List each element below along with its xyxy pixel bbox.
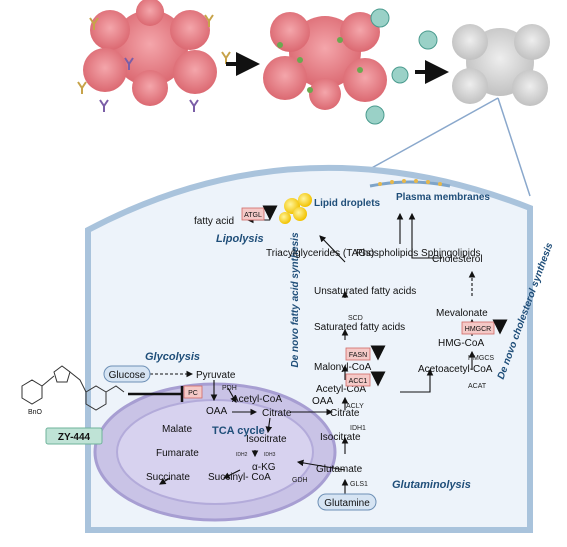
gls1-label: GLS1 xyxy=(350,481,368,488)
tca-label: TCA cycle xyxy=(212,425,265,437)
lipolysis-label: Lipolysis xyxy=(216,233,264,245)
pyruvate-label: Pyruvate xyxy=(196,370,236,381)
tumor-cluster-1 xyxy=(77,0,231,112)
akg-mito-label: α-KG xyxy=(252,462,276,473)
citrate-mito-label: Citrate xyxy=(262,408,292,419)
zoom-lines xyxy=(367,97,531,197)
zy444-structure xyxy=(21,365,125,411)
atgl-label: ATGL xyxy=(244,212,262,219)
citrate-cyto-label: Citrate xyxy=(330,408,360,419)
fatty-acid-label: fatty acid xyxy=(194,216,234,227)
idh2-label: IDH2 xyxy=(236,452,248,458)
pc-label: PC xyxy=(188,390,198,397)
glucose-label: Glucose xyxy=(109,370,146,381)
acetylcoa-cyto-label: Acetyl-CoA xyxy=(316,384,366,395)
phospholipids-label: Phospholipids Sphingolipids xyxy=(356,248,481,259)
lipid-droplets-icon xyxy=(279,193,312,224)
membrane-patch xyxy=(369,180,451,188)
bno-label: BnO xyxy=(28,409,43,416)
inhibition-line xyxy=(128,386,184,402)
de-novo-fa-label: De novo fatty acid synthesis xyxy=(290,232,301,367)
scd-label: SCD xyxy=(348,315,363,322)
isocitrate-mito-label: Isocitrate xyxy=(246,434,287,445)
gdh-label: GDH xyxy=(292,477,308,484)
hmgcs-label: HMGCS xyxy=(468,355,494,362)
glucose-pill xyxy=(103,365,151,383)
lipid-droplets-label: Lipid droplets xyxy=(314,198,381,209)
oaa-cyto-label: OAA xyxy=(312,396,333,407)
saturated-fa-label: Saturated fatty acids xyxy=(314,322,405,333)
glutamate-label: Glutamate xyxy=(316,464,363,475)
acc1-label: ACC1 xyxy=(349,378,368,385)
acc1-box xyxy=(345,373,371,387)
membrane-patch-dots xyxy=(378,179,442,186)
glutamine-pill xyxy=(317,493,377,511)
fasn-label: FASN xyxy=(349,352,367,359)
fumarate-label: Fumarate xyxy=(156,448,199,459)
fasn-box xyxy=(345,347,371,361)
oaa-mito-label: OAA xyxy=(206,406,227,417)
glutaminolysis-label: Glutaminolysis xyxy=(392,479,471,491)
idh3-label: IDH3 xyxy=(264,452,276,458)
grey-cluster xyxy=(452,24,550,106)
pdh-label: PDH xyxy=(222,385,237,392)
hmgcoa-label: HMG-CoA xyxy=(438,338,484,349)
acetylcoa-mito-label: Acetyl-CoA xyxy=(232,394,282,405)
succinylcoa-label: Succinyl- CoA xyxy=(208,472,271,483)
isocitrate-cyto-label: Isocitrate xyxy=(320,432,361,443)
glutamine-label: Glutamine xyxy=(324,498,370,509)
unsaturated-fa-label: Unsaturated fatty acids xyxy=(314,286,416,297)
succinate-label: Succinate xyxy=(146,472,190,483)
plasma-membranes-label: Plasma membranes xyxy=(396,192,490,203)
hmgcr-label: HMGCR xyxy=(465,326,491,333)
mevalonate-label: Mevalonate xyxy=(436,308,488,319)
idh1-label: IDH1 xyxy=(350,425,366,432)
zy444-box xyxy=(45,427,103,445)
glycolysis-label: Glycolysis xyxy=(145,351,200,363)
pc-box xyxy=(183,385,203,399)
tumor-cluster-2 xyxy=(263,8,438,125)
acly-label: ACLY xyxy=(346,403,364,410)
tags-label: Triacylglycerides (TAGs) xyxy=(266,248,374,259)
malate-label: Malate xyxy=(162,424,192,435)
acat-label: ACAT xyxy=(468,383,487,390)
acetoacetylcoa-label: Acetoacetyl-CoA xyxy=(418,364,493,375)
cholesterol-label: Cholesterol xyxy=(432,254,483,265)
malonylcoa-label: Malonyl-CoA xyxy=(314,362,372,373)
zy444-label: ZY-444 xyxy=(58,432,91,443)
